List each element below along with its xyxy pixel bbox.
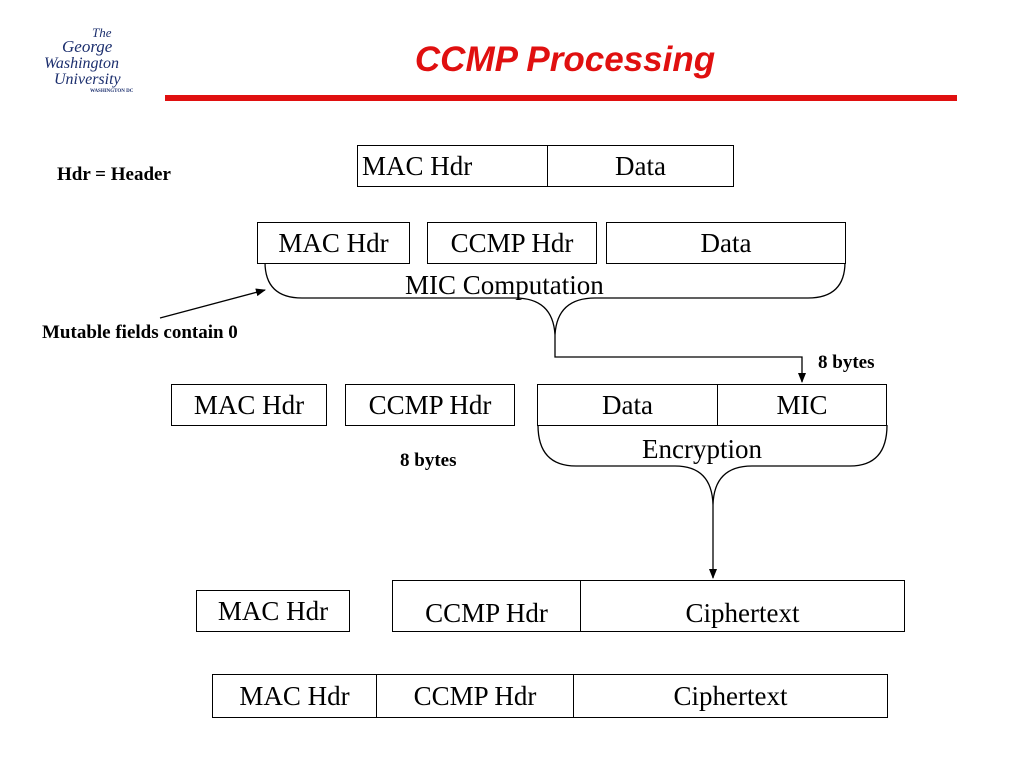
university-logo: The George Washington University WASHING… bbox=[44, 25, 134, 94]
mic-output-arrow bbox=[554, 335, 806, 383]
logo-line-the: The bbox=[92, 25, 112, 40]
encrypted-mac-hdr: MAC Hdr bbox=[217, 595, 329, 626]
enc-input-mac-hdr-box: MAC Hdr bbox=[171, 384, 327, 426]
final-mac-hdr: MAC Hdr bbox=[239, 680, 350, 711]
enc-input-mac-hdr: MAC Hdr bbox=[193, 389, 305, 420]
mic-input-mac-hdr: MAC Hdr bbox=[278, 227, 389, 258]
final-frame: MAC Hdr CCMP Hdr Ciphertext bbox=[212, 674, 888, 718]
mic-input-ccmp-hdr: CCMP Hdr bbox=[450, 227, 574, 258]
title-underline bbox=[165, 95, 957, 101]
mic-input-data-box: Data bbox=[606, 222, 846, 264]
enc-input-data: Data bbox=[602, 389, 653, 420]
logo-line-george: George bbox=[62, 37, 113, 56]
encryption-label: Encryption bbox=[642, 434, 762, 464]
ccmp-hdr-size-note: 8 bytes bbox=[400, 450, 457, 471]
original-mac-hdr: MAC Hdr bbox=[362, 150, 473, 181]
encrypted-ccmp-hdr: CCMP Hdr bbox=[425, 598, 548, 628]
mic-input-ccmp-hdr-box: CCMP Hdr bbox=[427, 222, 597, 264]
mic-input-mac-hdr-box: MAC Hdr bbox=[257, 222, 410, 264]
enc-input-mic: MIC bbox=[717, 385, 886, 425]
enc-input-ccmp-hdr: CCMP Hdr bbox=[368, 389, 492, 420]
encrypted-mac-hdr-box: MAC Hdr bbox=[196, 590, 350, 632]
original-data: Data bbox=[547, 146, 733, 186]
page-title: CCMP Processing bbox=[414, 40, 716, 79]
mutable-fields-note: Mutable fields contain 0 bbox=[42, 322, 238, 343]
logo-line-location: WASHINGTON DC bbox=[90, 89, 134, 94]
enc-input-ccmp-hdr-box: CCMP Hdr bbox=[345, 384, 515, 426]
final-ciphertext: Ciphertext bbox=[573, 675, 887, 717]
encrypted-ciphertext: Ciphertext bbox=[580, 581, 904, 631]
encrypted-payload-box: CCMP Hdr Ciphertext bbox=[392, 580, 905, 632]
logo-line-washington: Washington bbox=[44, 55, 119, 72]
final-ccmp-hdr: CCMP Hdr bbox=[376, 675, 573, 717]
mic-computation-label: MIC Computation bbox=[405, 270, 604, 300]
original-frame: MAC Hdr Data bbox=[357, 145, 734, 187]
enc-input-payload-box: Data MIC bbox=[537, 384, 887, 426]
mic-input-data: Data bbox=[700, 227, 752, 258]
mic-size-note: 8 bytes bbox=[818, 352, 875, 373]
mutable-fields-pointer bbox=[159, 288, 266, 319]
logo-line-university: University bbox=[54, 71, 122, 88]
hdr-definition-note: Hdr = Header bbox=[57, 164, 171, 185]
